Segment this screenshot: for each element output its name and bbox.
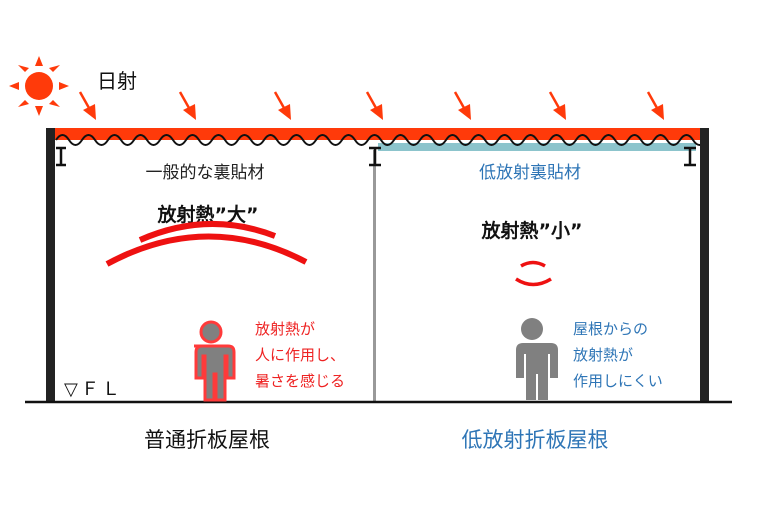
person-icon [513,318,558,400]
center-divider [373,150,376,402]
sun-label: 日射 [97,69,137,93]
solar-arrow-icon [453,91,471,120]
purlin-icons [56,146,696,167]
left-heat-label: 放射熱”大” [157,203,259,226]
floor-level-label: ▽ＦＬ [64,379,123,400]
left-material-label: 一般的な裏貼材 [146,162,265,183]
right-heat-label: 放射熱”小” [481,219,583,242]
right-note-line: 屋根からの [573,320,648,338]
small-heat-wave-outer [515,277,552,287]
large-heat-wave-inner [138,221,277,243]
corrugated-roof-profile [55,134,707,146]
right-note-line: 作用しにくい [573,372,663,390]
left-note-line: 放射熱が [255,320,315,338]
sun-icon [9,56,69,116]
solar-arrow-icon [548,91,566,120]
left-note-line: 暑さを感じる [255,372,345,390]
right-caption: 低放射折板屋根 [462,428,609,452]
low-emissivity-liner [378,143,696,151]
roof-surface [48,128,708,140]
hot-person-icon [194,320,236,402]
right-wall [700,128,709,402]
large-heat-wave-outer [105,233,308,267]
right-material-label: 低放射裏貼材 [479,162,581,183]
left-note-line: 人に作用し、 [255,346,345,364]
small-heat-wave-inner [520,260,546,268]
left-wall [46,128,55,402]
solar-arrow-icon [273,91,291,120]
left-note: 放射熱が 人に作用し、 暑さを感じる [255,320,350,390]
solar-arrow-icon [646,91,664,120]
solar-arrow-icon [365,91,383,120]
solar-arrow-icon [78,91,96,120]
right-note: 屋根からの 放射熱が 作用しにくい [573,320,663,390]
solar-arrow-icon [178,91,196,120]
right-note-line: 放射熱が [573,346,633,364]
solar-arrows [78,91,664,120]
left-caption: 普通折板屋根 [144,428,270,452]
